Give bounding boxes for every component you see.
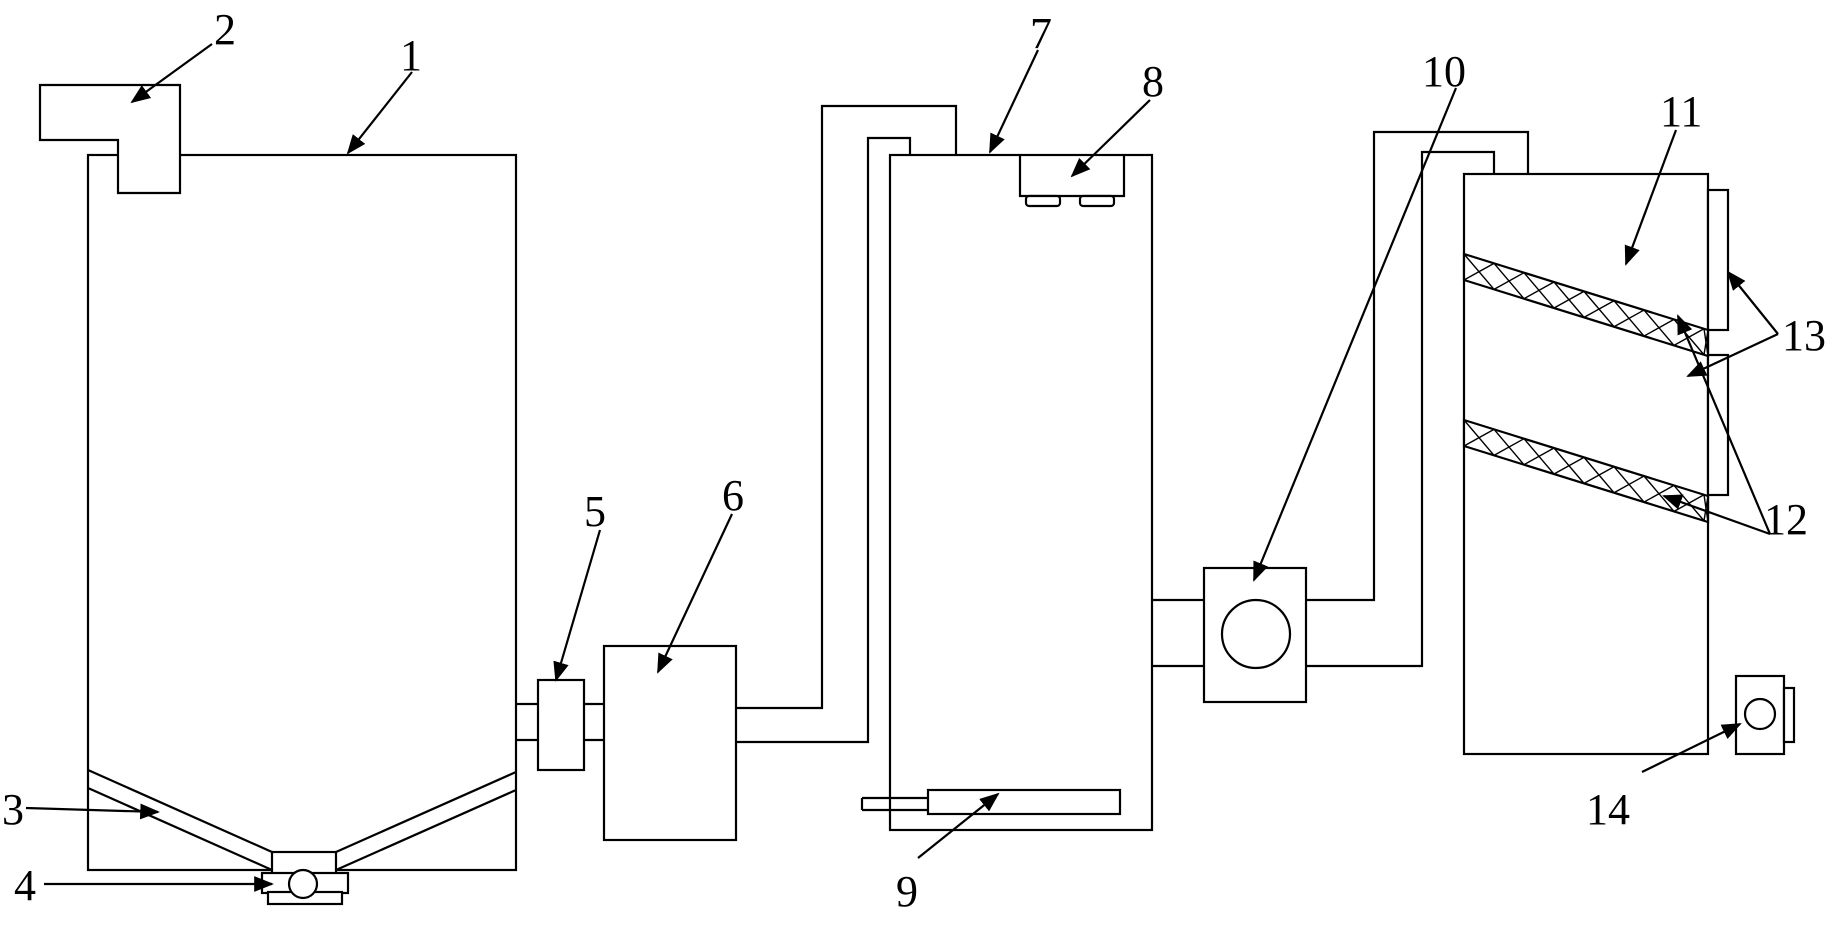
outlet-valve-14 xyxy=(1734,674,1796,756)
mesh-hatch-line xyxy=(1463,262,1495,281)
label-4: 4 xyxy=(14,861,36,910)
leader-12a xyxy=(1676,314,1772,535)
pipe-1-to-6 xyxy=(516,702,604,742)
top-fixture-8 xyxy=(1018,155,1126,208)
leader-11 xyxy=(1624,129,1678,266)
label-3: 3 xyxy=(2,785,24,834)
label-7: 7 xyxy=(1030,9,1052,58)
label-5: 5 xyxy=(584,487,606,536)
mesh-hatch-line xyxy=(1583,466,1615,484)
mesh-hatch-line xyxy=(1553,456,1585,475)
feed-inlet-2 xyxy=(38,83,182,195)
mesh-hatch-line xyxy=(1673,328,1705,347)
leader-13b xyxy=(1686,333,1779,377)
leader-2 xyxy=(130,43,213,104)
mesh-hatch-line xyxy=(1493,272,1525,290)
leader-6 xyxy=(657,513,733,674)
label-10: 10 xyxy=(1422,47,1466,96)
leader-lines xyxy=(25,43,1779,892)
labels: 1 2 3 4 5 6 7 8 9 10 11 12 13 14 xyxy=(2,5,1826,916)
leader-9 xyxy=(917,792,1000,859)
mesh-hatch-line xyxy=(1703,329,1709,355)
label-6: 6 xyxy=(722,471,744,520)
hopper-plates-3 xyxy=(87,768,517,872)
mesh-hatch-line xyxy=(1583,300,1615,318)
mesh-hatch-line xyxy=(1643,484,1675,503)
leader-3 xyxy=(25,803,160,820)
bottom-pipe-9 xyxy=(860,788,1122,816)
unit-6 xyxy=(602,644,738,842)
mesh-hatch-line xyxy=(1523,281,1555,300)
mesh-screens-12 xyxy=(1462,252,1710,524)
mesh-hatch-line xyxy=(1703,495,1709,521)
leader-14 xyxy=(1641,723,1742,773)
label-13: 13 xyxy=(1782,311,1826,360)
label-9: 9 xyxy=(896,867,918,916)
leader-10 xyxy=(1252,87,1458,582)
label-1: 1 xyxy=(400,31,422,80)
leader-8 xyxy=(1070,99,1151,178)
valve-5 xyxy=(536,678,586,772)
mesh-hatch-line xyxy=(1463,428,1495,447)
leader-5 xyxy=(553,529,602,682)
label-2: 2 xyxy=(214,5,236,54)
mesh-hatch-line xyxy=(1493,438,1525,456)
leader-7 xyxy=(989,49,1039,154)
mesh-hatch-line xyxy=(1613,475,1645,494)
pipes-7-to-11 xyxy=(1152,130,1530,668)
label-11: 11 xyxy=(1660,87,1702,136)
label-8: 8 xyxy=(1142,57,1164,106)
pump-10 xyxy=(1202,566,1308,704)
leader-13a xyxy=(1726,270,1779,335)
label-14: 14 xyxy=(1586,785,1630,834)
tank-7 xyxy=(888,153,1154,832)
pipe-6-to-7 xyxy=(736,104,958,744)
side-plates-13 xyxy=(1706,188,1730,497)
leader-12b xyxy=(1662,494,1771,536)
label-12: 12 xyxy=(1764,495,1808,544)
mesh-hatch-line xyxy=(1523,447,1555,466)
leader-1 xyxy=(346,71,413,155)
mesh-hatch-line xyxy=(1613,309,1645,328)
discharge-valve-4 xyxy=(260,850,350,906)
mesh-hatch-line xyxy=(1643,318,1675,337)
tank-1 xyxy=(86,153,518,872)
mesh-hatch-line xyxy=(1553,290,1585,309)
